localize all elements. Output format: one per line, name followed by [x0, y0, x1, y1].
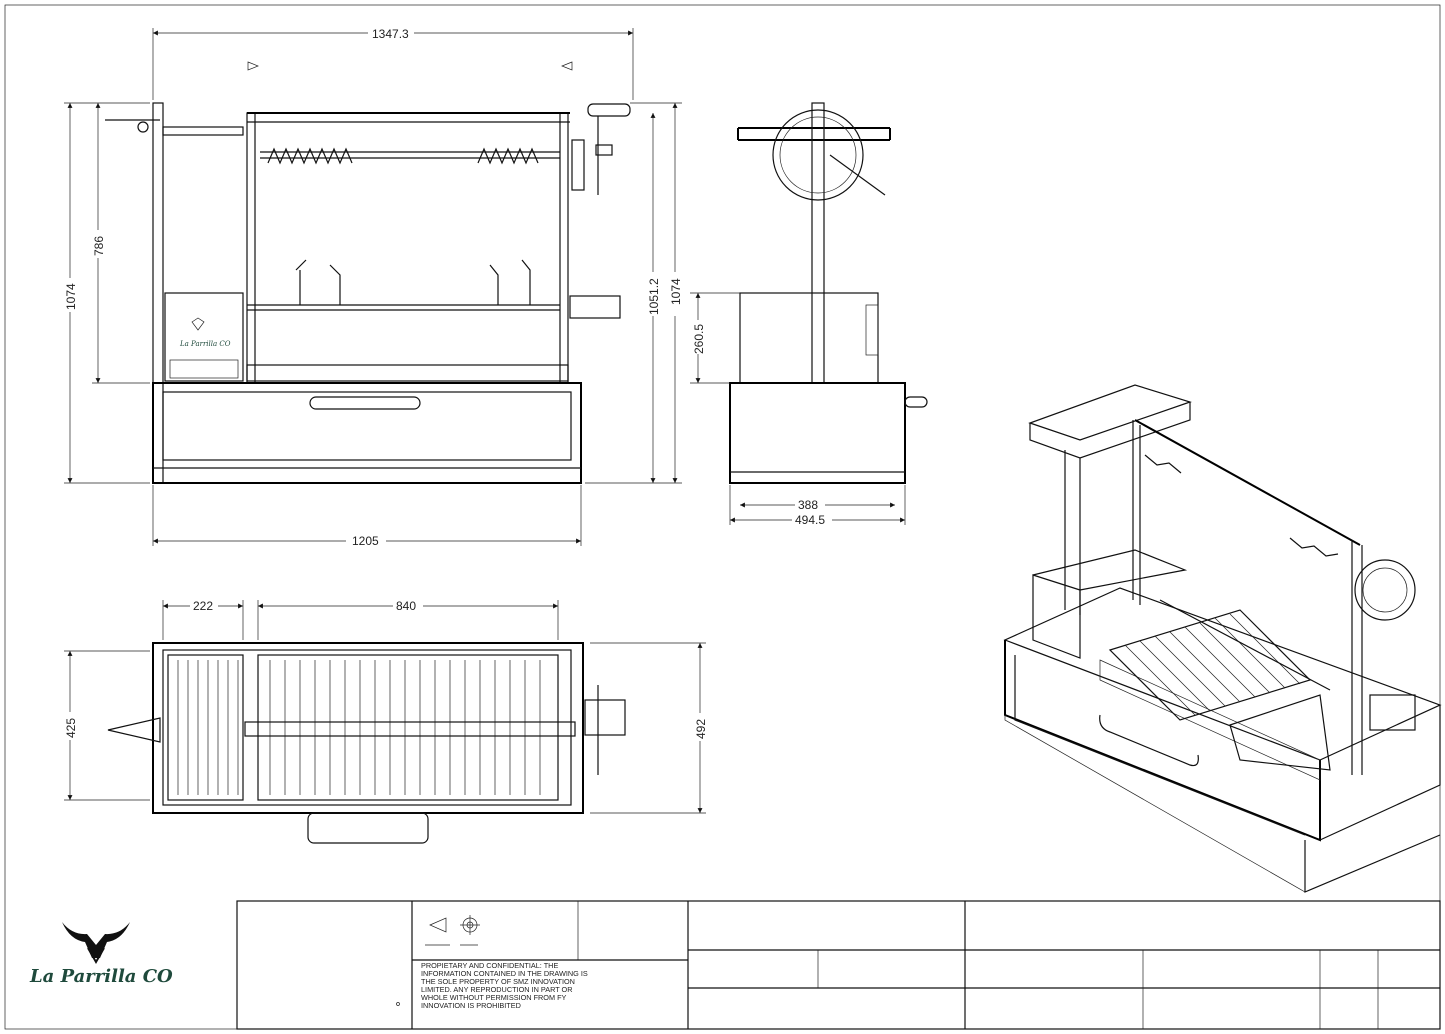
title-block	[236, 900, 1441, 1030]
front-view: La Parrilla CO 1347.3 1205 1074	[63, 26, 683, 548]
dim-base-depth-inner: 388	[798, 498, 818, 512]
dim-overall-width-top: 1347.3	[372, 27, 409, 41]
sheet-border	[4, 4, 1441, 1030]
dim-depth-left: 425	[64, 718, 78, 738]
dim-firebox-height: 260.5	[692, 324, 706, 354]
brand-name: La Parrilla CO	[30, 966, 173, 987]
bull-head-logo	[62, 922, 130, 965]
dim-side-tray-width: 222	[193, 599, 213, 613]
side-view: 260.5 388 494.5	[690, 102, 928, 527]
isometric-view	[1003, 384, 1442, 893]
dim-overall-width-bottom: 1205	[352, 534, 379, 548]
dim-base-depth-outer: 494.5	[795, 513, 825, 527]
svg-text:La Parrilla CO: La Parrilla CO	[179, 340, 231, 348]
dim-height-left-inner: 786	[92, 236, 106, 256]
dim-height-right-outer: 1074	[669, 278, 683, 305]
third-angle-projection-icon	[425, 915, 480, 946]
dim-height-left-outer: 1074	[64, 283, 78, 310]
dim-height-right-inner: 1051.2	[647, 278, 661, 315]
confidential-notice: PROPIETARY AND CONFIDENTIAL: THE INFORMA…	[421, 961, 588, 1010]
dim-depth-right: 492	[694, 719, 708, 739]
dim-grill-width: 840	[396, 599, 416, 613]
top-view: 222 840 425 492	[63, 598, 708, 844]
